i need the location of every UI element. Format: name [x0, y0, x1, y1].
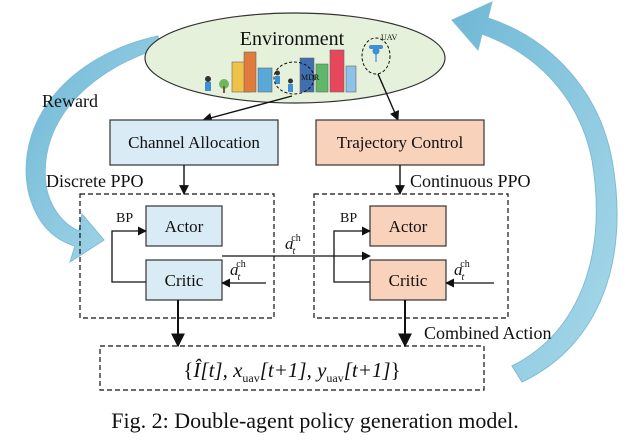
right-actor-label: Actor: [389, 217, 428, 236]
left-critic-label: Critic: [165, 271, 204, 290]
combined-output-expression: {Î[t], xuav[t+1], yuav[t+1]}: [183, 358, 400, 385]
right-action-symbol: atch: [454, 259, 470, 283]
figure-caption: Fig. 2: Double-agent policy generation m…: [111, 408, 519, 433]
trajectory-control-box: [315, 119, 485, 166]
center-action-symbol: atch: [285, 233, 301, 257]
left-bp-label: BP: [116, 211, 133, 226]
mdr-label: MDR: [301, 73, 320, 82]
arrow-mdr-to-channel: [202, 95, 293, 123]
reward-curved-arrow: [25, 35, 161, 264]
right-actor-box: [369, 205, 447, 247]
uav-label: UAV: [381, 33, 398, 42]
feedback-curved-arrow: [451, 1, 618, 383]
environment-cloud: [144, 12, 446, 104]
channel-allocation-box: [109, 119, 279, 166]
combined-output-box: [99, 345, 485, 391]
city-buildings-icon: [219, 49, 357, 93]
right-bp-loop: [333, 226, 371, 283]
uav-dashed-region: [361, 37, 391, 75]
environment-label: Environment: [240, 28, 345, 50]
left-actor-label: Actor: [165, 217, 204, 236]
reward-label: Reward: [42, 91, 98, 111]
channel-allocation-label: Channel Allocation: [128, 133, 260, 152]
left-critic-box: [145, 259, 223, 301]
user-icons: [205, 70, 293, 92]
continuous-agent-box: [313, 193, 509, 319]
right-bp-label: BP: [340, 211, 357, 226]
mdr-dashed-region: [273, 61, 315, 95]
arrow-uav-to-trajectory: [377, 73, 399, 121]
trajectory-control-label: Trajectory Control: [337, 133, 464, 152]
uav-icon: [369, 45, 383, 62]
left-actor-box: [145, 205, 223, 247]
right-critic-label: Critic: [389, 271, 428, 290]
discrete-ppo-label: Discrete PPO: [46, 171, 144, 191]
combined-action-label: Combined Action: [424, 323, 552, 343]
continuous-ppo-label: Continuous PPO: [410, 171, 531, 191]
left-action-symbol: atch: [230, 259, 246, 283]
left-bp-loop: [111, 226, 147, 283]
right-critic-box: [369, 259, 447, 301]
